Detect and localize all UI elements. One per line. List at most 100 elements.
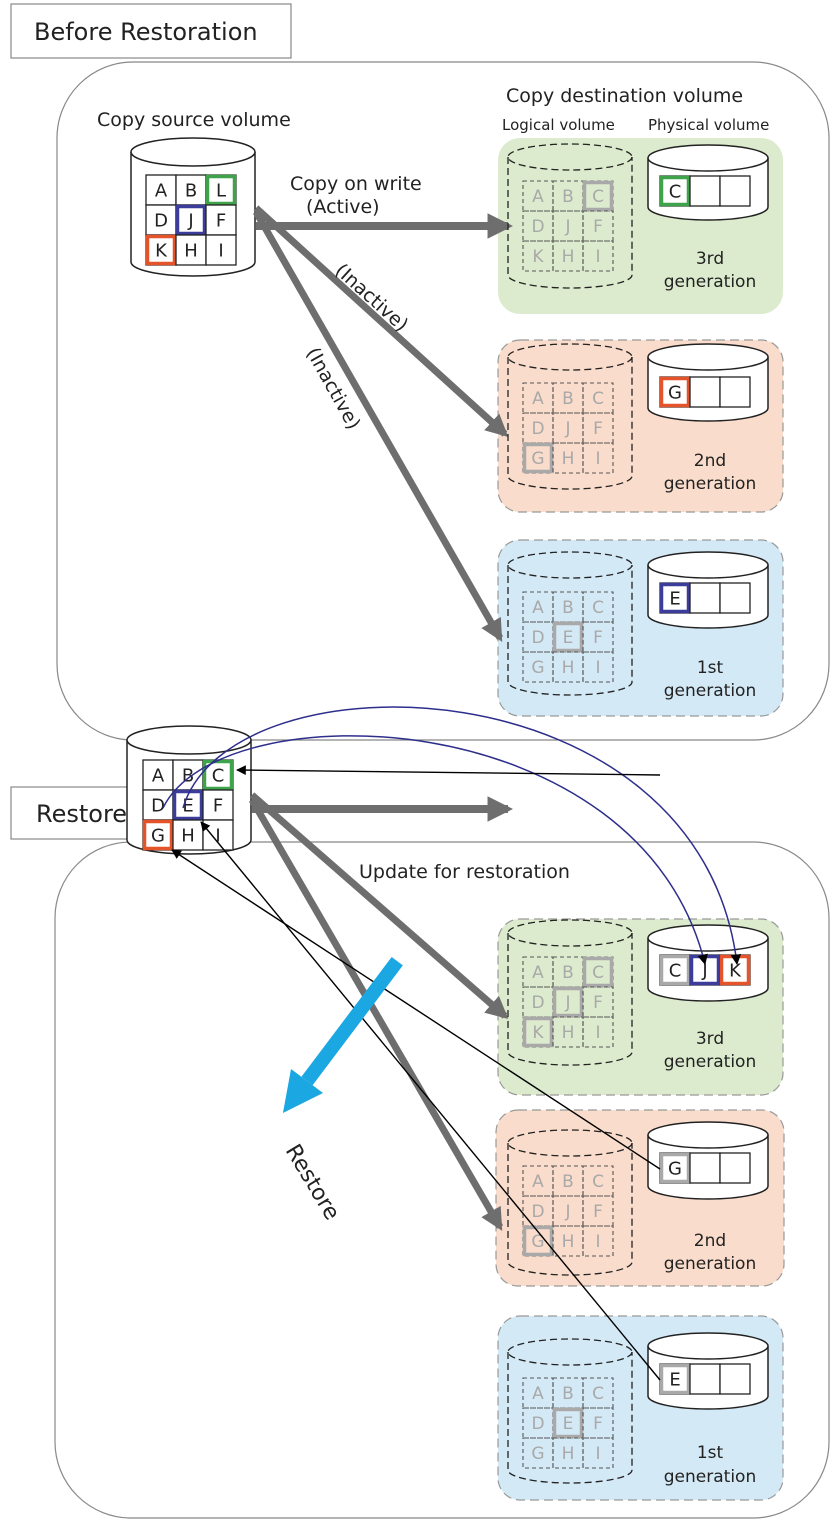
copy-arrow-1st: [248, 798, 504, 1231]
physical-block-letter: E: [669, 589, 680, 610]
block-letter: B: [562, 1384, 574, 1404]
block-highlight: [582, 956, 614, 988]
block-letter: D: [531, 993, 544, 1013]
inactive-label-2nd: (Inactive): [331, 259, 413, 336]
block-letter: C: [212, 765, 225, 786]
block-letter: F: [593, 628, 603, 648]
block-letter: A: [532, 1172, 544, 1192]
block-highlight: [582, 180, 614, 212]
copy-on-write-label: Copy on write: [290, 173, 422, 195]
physical-block-letter: C: [669, 961, 682, 982]
block-letter: F: [593, 1414, 603, 1434]
physical-block-highlight: [659, 175, 691, 207]
physical-block-letter: J: [701, 961, 707, 982]
block-letter: B: [562, 187, 574, 207]
block-letter: F: [593, 217, 603, 237]
physical-block-row-1st: E: [659, 582, 751, 614]
block-letter: H: [562, 449, 575, 469]
block-highlight: [552, 621, 584, 653]
section-frame: [56, 61, 830, 741]
block-letter: C: [592, 1172, 604, 1192]
block-letter: H: [562, 1444, 575, 1464]
physical-volume-label: Physical volume: [648, 116, 769, 134]
block-letter: A: [532, 1384, 544, 1404]
generation-label-2nd-line1: 2nd: [694, 1231, 726, 1251]
before-restoration-section: Before Restoration Copy source volume Co…: [10, 3, 830, 741]
block-letter: F: [213, 795, 223, 816]
block-cell: [582, 1437, 614, 1469]
block-letter: H: [184, 240, 198, 261]
block-letter: J: [564, 217, 570, 237]
block-letter: H: [562, 247, 575, 267]
generation-label-1st-line2: generation: [664, 1467, 756, 1487]
inactive-arrow-1st: [252, 210, 504, 642]
block-letter: I: [595, 1023, 600, 1043]
update-arc-k: [182, 706, 742, 966]
generation-label-1st-line2: generation: [664, 681, 756, 701]
block-letter: E: [563, 628, 574, 648]
block-letter: K: [532, 1023, 544, 1043]
physical-block-highlight: [659, 1152, 691, 1184]
block-letter: B: [185, 180, 197, 201]
physical-block-row-2nd: G: [659, 1152, 751, 1184]
block-highlight: [175, 204, 207, 236]
generation-label-3rd-line1: 3rd: [696, 249, 724, 269]
block-letter: C: [592, 963, 604, 983]
physical-block-row-3rd: C: [659, 175, 751, 207]
restore-line-g: [171, 849, 661, 1170]
block-highlight: [142, 819, 174, 851]
block-letter: A: [532, 598, 544, 618]
block-letter: B: [562, 1172, 574, 1192]
block-cell: [582, 1407, 614, 1439]
generation-label-3rd-line1: 3rd: [696, 1029, 724, 1049]
block-letter: C: [592, 1384, 604, 1404]
generation-label-2nd-line2: generation: [664, 474, 756, 494]
physical-block-cell: [719, 175, 751, 207]
block-highlight: [205, 174, 237, 206]
block-letter: K: [155, 240, 168, 261]
block-letter: G: [531, 658, 544, 678]
block-letter: H: [181, 825, 195, 846]
copy-arrows: [252, 205, 514, 642]
block-letter: H: [562, 658, 575, 678]
block-letter: J: [564, 1202, 570, 1222]
block-cell: [142, 819, 174, 851]
physical-block-cell: [719, 582, 751, 614]
restore-arrow-label: Restore: [280, 1140, 344, 1224]
block-letter: I: [218, 240, 223, 261]
update-arcs: [162, 706, 742, 966]
block-cell: [172, 819, 204, 851]
section-title-box: [10, 3, 292, 59]
physical-block-cell: [689, 175, 721, 207]
physical-block-row-1st: E: [659, 1363, 751, 1395]
generation-label-2nd-line1: 2nd: [694, 451, 726, 471]
physical-block-letter: G: [668, 1159, 682, 1180]
block-letter: A: [155, 180, 168, 201]
block-letter: L: [216, 180, 226, 201]
generation-label-2nd-line2: generation: [664, 1254, 756, 1274]
block-letter: I: [215, 825, 220, 846]
block-letter: E: [182, 795, 193, 816]
block-letter: D: [154, 210, 168, 231]
physical-block-highlight: [659, 376, 691, 408]
block-cell: [205, 204, 237, 236]
physical-block-cell: [719, 376, 751, 408]
block-cell: [582, 1016, 614, 1048]
block-cell: [582, 240, 614, 272]
block-highlight: [522, 442, 554, 474]
block-letter: I: [595, 658, 600, 678]
block-cell: [582, 1195, 614, 1227]
